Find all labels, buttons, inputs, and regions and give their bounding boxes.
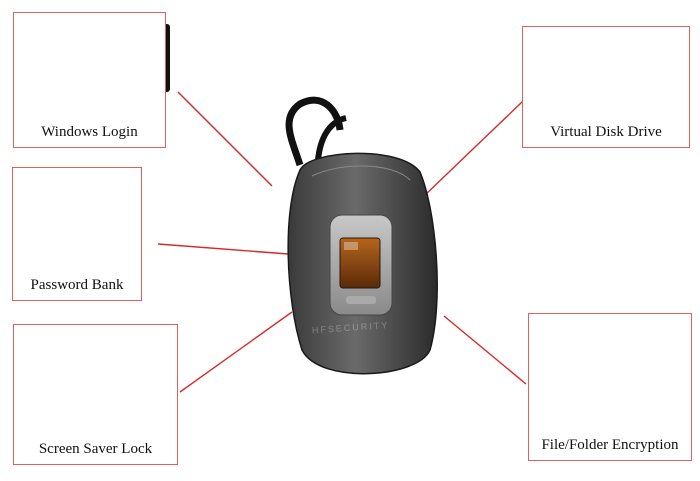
feature-label-password-bank: Password Bank <box>30 277 124 293</box>
feature-box-screen-saver-lock: Screen Saver Lock <box>13 324 178 465</box>
connector-windows-login <box>177 91 273 187</box>
feature-box-password-bank: Password Bank <box>12 167 142 301</box>
feature-box-file-folder-encryption: File/Folder Encryption <box>528 313 692 461</box>
feature-label-virtual-disk-drive: Virtual Disk Drive <box>550 124 662 140</box>
connector-lines <box>157 91 527 393</box>
fingerprint-scanner-icon: HFSECURITY <box>285 96 438 375</box>
feature-label-file-folder-encryption: File/Folder Encryption <box>541 437 679 453</box>
feature-box-windows-login: Windows Login <box>13 12 166 148</box>
connector-screen-saver <box>179 311 293 393</box>
feature-label-windows-login: Windows Login <box>41 124 138 140</box>
connector-password-bank <box>157 243 289 255</box>
connector-virtual-disk <box>423 101 523 197</box>
feature-label-screen-saver-lock: Screen Saver Lock <box>38 441 153 457</box>
feature-box-virtual-disk-drive: Virtual Disk Drive <box>522 26 690 148</box>
connector-file-folder <box>443 315 527 385</box>
